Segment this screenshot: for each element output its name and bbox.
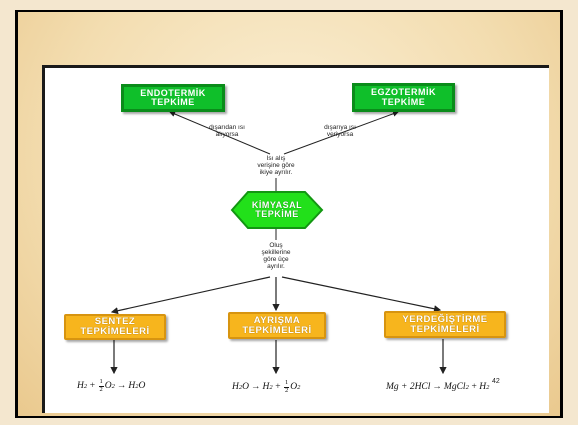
arrow-to-exothermic (283, 110, 399, 155)
dec-den: 2 (285, 386, 289, 394)
displacement-line2: TEPKİMELERİ (410, 323, 480, 335)
syn-plus: + (89, 381, 96, 391)
left-note-line2: alıyorsa (215, 131, 239, 139)
heat-note-line3: ikiye ayrılır. (259, 169, 293, 177)
synthesis-line1: SENTEZ (94, 316, 136, 328)
heat-note-line1: Isı alış (266, 155, 286, 162)
syn-den: 2 (99, 385, 103, 393)
arrow-to-endothermic (169, 111, 271, 155)
left-condition-note: dışarıdan ısı alıyorsa (198, 124, 256, 138)
heat-note-line2: verişine göre (257, 162, 295, 170)
displacement-line1: YERDEĞİŞTİRME (402, 313, 488, 325)
dis-a: Mg + 2HCl (386, 382, 431, 392)
syn-arrow: → (116, 381, 127, 391)
dis-c-sub: 2 (486, 383, 490, 391)
dis-b-sub: 2 (465, 383, 469, 391)
dis-b: MgCl (443, 382, 466, 392)
dec-arrow: → (251, 382, 261, 392)
dec-c-sub: 2 (297, 383, 301, 391)
dec-plus: + (274, 382, 282, 392)
synthesis-reactions-box: SENTEZ TEPKİMELERİ (64, 314, 166, 340)
dec-a-sub: 2 (238, 383, 243, 391)
syn-a: H (77, 381, 84, 391)
center-node-line1: KİMYASAL (251, 199, 303, 210)
syn-b: O (104, 381, 112, 391)
right-note-line1: dışarıya ısı (324, 124, 356, 131)
exothermic-line1: EGZOTERMİK (371, 87, 436, 98)
chemical-reaction-node: KİMYASAL TEPKİME (248, 194, 306, 226)
formation-classification-note: Oluş şekillerine göre üçe ayrılır. (250, 242, 302, 271)
dec-b: H (262, 382, 270, 392)
dec-a: H (232, 382, 239, 392)
syn-c2: O (138, 381, 146, 391)
decomposition-line1: AYRIŞMA (253, 314, 301, 326)
page-number: 42 (492, 378, 500, 385)
right-condition-note: dışarıya ısı veriyorsa (312, 124, 368, 138)
decomposition-reactions-box: AYRIŞMA TEPKİMELERİ (228, 312, 326, 339)
center-node-line2: TEPKİME (255, 209, 299, 219)
dis-c: H (479, 382, 487, 392)
dec-num: 1 (284, 379, 290, 388)
dec-a2: O (242, 382, 249, 392)
dec-c: O (290, 382, 298, 392)
dis-plus: + (470, 382, 478, 392)
endothermic-line2: TEPKİME (151, 97, 195, 107)
syn-a-sub: 2 (83, 382, 88, 390)
formation-note-line3: göre üçe (263, 256, 289, 264)
endothermic-line1: ENDOTERMİK (140, 87, 206, 98)
arrow-to-synthesis (110, 276, 271, 315)
decomposition-line2: TEPKİMELERİ (242, 324, 312, 336)
dis-arrow: → (432, 382, 442, 392)
syn-b-sub: 2 (111, 382, 115, 390)
right-note-line2: veriyorsa (326, 131, 354, 139)
formation-note-line2: şekillerine (261, 249, 291, 257)
diagram-panel (42, 65, 549, 413)
left-note-line1: dışarıdan ısı (209, 124, 245, 131)
heat-classification-note: Isı alış verişine göre ikiye ayrılır. (248, 155, 304, 176)
formation-note-line4: ayrılır. (267, 263, 285, 271)
formation-note-line1: Oluş (269, 242, 283, 249)
syn-num: 1 (98, 378, 104, 387)
exothermic-line2: TEPKİME (381, 96, 426, 107)
synthesis-line2: TEPKİMELERİ (80, 326, 150, 337)
syn-c-sub: 2 (135, 382, 139, 390)
center-node-shape (230, 191, 324, 229)
dec-b-sub: 2 (269, 383, 273, 391)
syn-c: H (128, 381, 136, 391)
displacement-reactions-box: YERDEĞİŞTİRME TEPKİMELERİ (384, 311, 506, 338)
exothermic-reaction-box: EGZOTERMİK TEPKİME (352, 83, 455, 112)
endothermic-reaction-box: ENDOTERMİK TEPKİME (121, 84, 225, 112)
arrow-to-displacement (281, 276, 442, 313)
